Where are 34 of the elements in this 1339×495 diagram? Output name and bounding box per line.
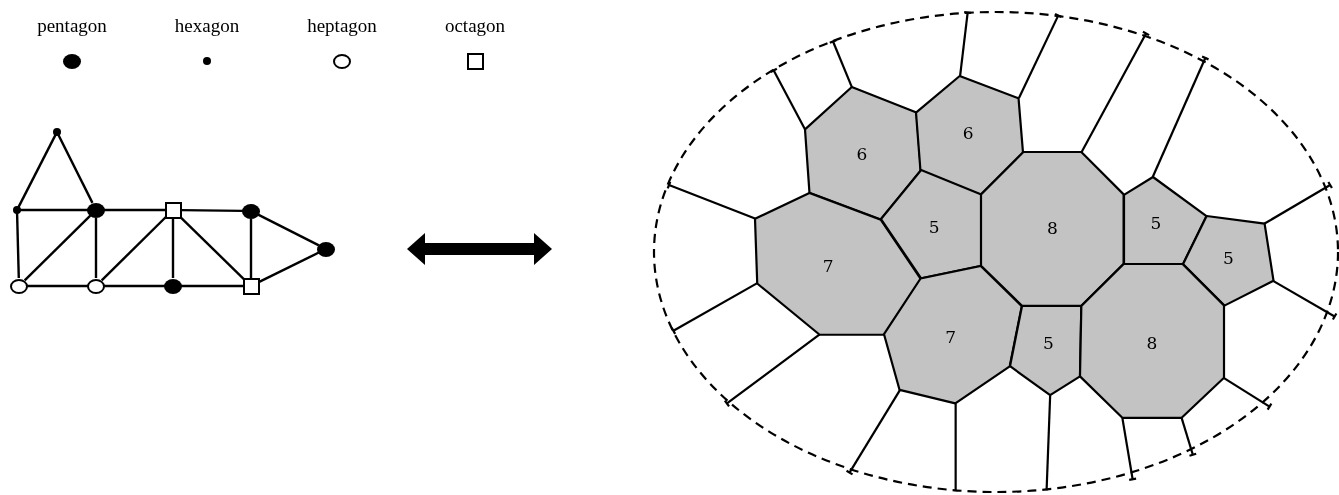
graph-edge [17, 134, 57, 208]
filled-dot-vertex [242, 203, 260, 219]
filled-dot-vertex [317, 241, 335, 257]
polygon-cell: 5 [1010, 306, 1082, 396]
polygon-cell: 5 [1123, 177, 1207, 265]
graph-edge [15, 212, 20, 279]
graph-edge [181, 284, 244, 288]
graph-edge [23, 214, 92, 282]
legend-label: octagon [444, 15, 506, 37]
graph-edge [257, 213, 320, 247]
graph-edge [171, 217, 175, 278]
open-circle-vertex [87, 278, 105, 294]
graph-edge [180, 208, 243, 213]
graph-edge [104, 284, 165, 288]
graph-edge [20, 208, 88, 212]
legend-label: heptagon [307, 15, 377, 37]
filled-dot-vertex [53, 128, 61, 136]
filled-dot-vertex [164, 278, 182, 294]
filled-dot-vertex [87, 202, 105, 218]
legend-label: pentagon [37, 15, 107, 37]
graph-edge [104, 208, 166, 212]
filled-dot-vertex [13, 206, 21, 214]
open-circle-vertex [10, 278, 28, 294]
graph-edge [27, 284, 88, 288]
graph-edge [249, 219, 253, 279]
graph-edge [57, 134, 94, 204]
square-vertex [242, 277, 260, 295]
polygon-cell: 5 [1182, 216, 1274, 306]
graph-edge [94, 218, 98, 278]
legend-label: hexagon [174, 15, 240, 37]
polygon-cell: 6 [804, 86, 921, 220]
square-vertex [164, 201, 182, 219]
polygon-cell: 5 [880, 170, 982, 279]
polygon-cell: 6 [916, 75, 1024, 195]
